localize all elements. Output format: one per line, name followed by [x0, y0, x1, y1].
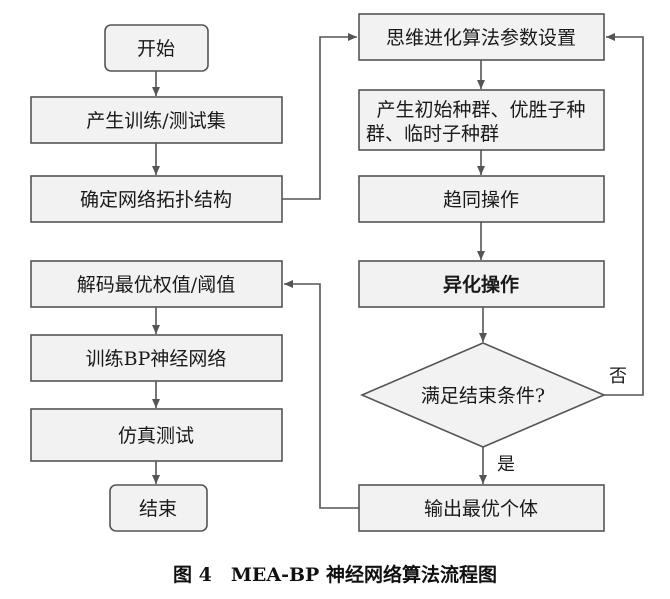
end-node — [109, 484, 208, 532]
param-setup-label: 思维进化算法参数设置 — [386, 27, 576, 49]
topology-box — [30, 175, 283, 223]
convergence-label: 趋同操作 — [443, 189, 519, 211]
condition-label: 满足结束条件? — [421, 385, 545, 407]
start-label: 开始 — [137, 38, 175, 60]
figure-caption: 图 4 MEA-BP 神经网络算法流程图 — [173, 564, 497, 586]
topology-label: 确定网络拓扑结构 — [80, 189, 232, 211]
arrow-output-to-decode — [284, 280, 359, 509]
init-population-label-line1: 产生初始种群、优胜子种 — [376, 99, 585, 121]
decode-weights-label: 解码最优权值/阈值 — [77, 274, 235, 296]
train-bp-label: 训练BP神经网络 — [86, 348, 227, 370]
arrow-topology-to-param-setup — [282, 33, 357, 200]
simulate-test-label: 仿真测试 — [118, 425, 194, 447]
generate-sets-box — [30, 96, 283, 144]
yes-branch-label: 是 — [497, 454, 515, 475]
output-best-label: 输出最优个体 — [424, 498, 538, 520]
init-population-label-line2: 群、临时子种群 — [366, 123, 499, 145]
arrow-condition-no-loop — [604, 33, 644, 396]
convergence-box — [358, 175, 605, 223]
param-setup-box — [358, 13, 605, 61]
dissimilation-label: 异化操作 — [443, 273, 519, 296]
init-population-box — [358, 89, 605, 151]
output-best-box — [358, 484, 605, 532]
decode-weights-box — [30, 260, 283, 308]
generate-sets-label: 产生训练/测试集 — [86, 110, 225, 132]
dissimilation-box — [358, 260, 605, 308]
no-branch-label: 否 — [609, 366, 627, 387]
end-label: 结束 — [139, 498, 177, 520]
